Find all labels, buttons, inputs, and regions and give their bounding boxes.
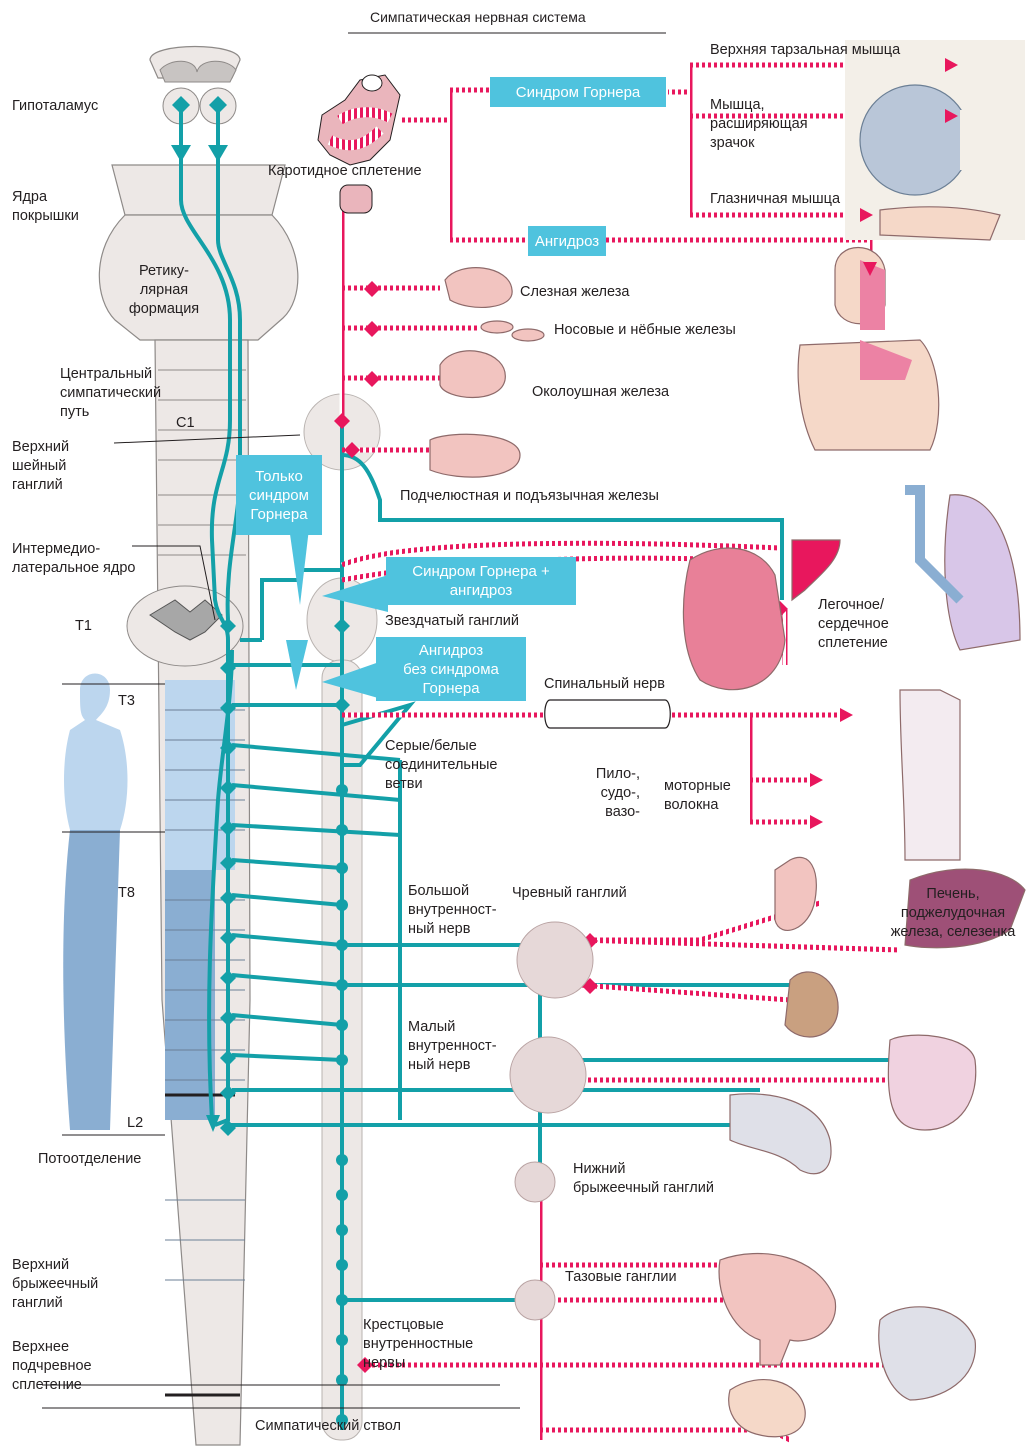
label-carotid-plexus: Каротидное сплетение: [268, 162, 422, 181]
parotid-gland: [440, 351, 505, 398]
label-nasal: Носовые и нёбные железы: [554, 321, 736, 340]
box-only-horner: Только синдром Горнера: [236, 455, 322, 535]
label-lesser-splanchnic: Малый внутренност- ный нерв: [408, 1018, 497, 1075]
label-tegmental-nuclei: Ядра покрышки: [12, 188, 79, 226]
label-t1: T1: [75, 617, 92, 636]
label-parotid: Околоушная железа: [532, 383, 669, 402]
small-intestine: [888, 1035, 975, 1130]
bladder: [719, 1253, 836, 1365]
label-pelvic: Тазовые ганглии: [565, 1268, 677, 1287]
label-sweating: Потоотделение: [38, 1150, 141, 1169]
pulmonary-plexus-fan: [792, 540, 840, 600]
box-horner-anhidrosis: Синдром Горнера + ангидроз: [386, 557, 576, 605]
label-celiac: Чревный ганглий: [512, 884, 627, 903]
rectum: [879, 1307, 976, 1400]
carotid-artery: [318, 75, 400, 213]
brainstem-tegmentum: [112, 165, 285, 215]
human-silhouette: [62, 674, 165, 1136]
label-rami: Серые/белые соединительные ветви: [385, 737, 497, 794]
label-sacral-splanchnic: Крестцовые внутренностные нервы: [363, 1316, 473, 1373]
label-sympathetic-trunk: Симпатический ствол: [255, 1417, 401, 1436]
label-intermediolateral: Интермедио- латеральное ядро: [12, 540, 136, 578]
label-upper-tarsal: Верхняя тарзальная мышца: [710, 41, 900, 60]
skin-section: [900, 690, 960, 860]
diagram-title: Симпатическая нервная система: [370, 9, 586, 25]
label-pulmonary-plexus: Легочное/ сердечное сплетение: [818, 596, 889, 653]
box-anhidrosis: Ангидроз: [528, 226, 606, 256]
label-submandibular: Подчелюстная и подъязычная железы: [400, 487, 659, 506]
hypothalamus-shape: [160, 61, 236, 124]
label-greater-splanchnic: Большой внутренност- ный нерв: [408, 882, 497, 939]
nasal-gland-1: [481, 321, 513, 333]
label-lacrimal: Слезная железа: [520, 283, 629, 302]
abdominal-ganglia: [510, 922, 593, 1320]
box-horner-syndrome: Синдром Горнера: [490, 77, 666, 107]
label-superior-cervical: Верхний шейный ганглий: [12, 438, 69, 495]
label-orbital-muscle: Глазничная мышца: [710, 190, 840, 209]
stomach: [775, 857, 816, 930]
label-central-path: Центральный симпатический путь: [60, 365, 161, 422]
nasal-gland-2: [512, 329, 544, 341]
lung: [945, 495, 1020, 650]
label-motor: моторные волокна: [664, 777, 731, 815]
large-intestine: [730, 1094, 831, 1174]
label-pilo: Пило-, судо-, вазо-: [584, 765, 640, 822]
label-reticular: Ретику- лярная формация: [114, 262, 214, 319]
label-t3: T3: [118, 692, 135, 711]
kidney: [785, 972, 838, 1037]
label-spinal-nerve: Спинальный нерв: [544, 675, 665, 694]
label-inferior-mesenteric: Нижний брыжеечный ганглий: [573, 1160, 714, 1198]
organs: [430, 40, 1025, 1437]
heart: [683, 548, 785, 690]
box-anhidrosis-no-horner: Ангидроз без синдрома Горнера: [376, 637, 526, 701]
label-c1: C1: [176, 414, 195, 433]
label-l2: L2: [127, 1114, 143, 1133]
submandibular-gland: [430, 434, 520, 477]
spinal-nerve-cylinder: [545, 700, 671, 728]
label-dilator: Мышца, расширяющая зрачок: [710, 96, 808, 153]
label-superior-mesenteric: Верхний брыжеечный ганглий: [12, 1256, 98, 1313]
label-t8: T8: [118, 884, 135, 903]
lacrimal-gland: [445, 268, 512, 308]
label-stellate: Звездчатый ганглий: [385, 612, 519, 631]
label-hypothalamus: Гипоталамус: [12, 97, 98, 116]
label-liver: Печень, поджелудочная железа, селезенка: [878, 885, 1028, 942]
eyeball: [860, 85, 970, 195]
label-superior-hypogastric: Верхнее подчревное сплетение: [12, 1338, 92, 1395]
ganglion-synapses: [334, 281, 788, 1373]
